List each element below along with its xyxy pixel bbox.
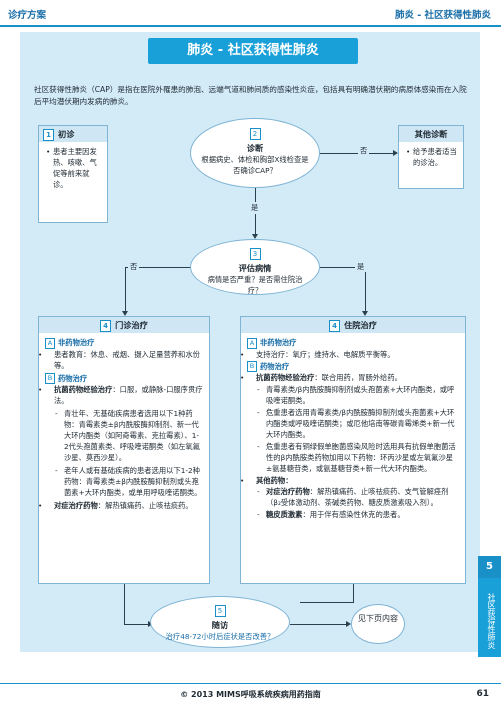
chapter-tab-text: 社区获得性肺炎 [487,593,496,649]
inpatient-sym-text: ：解热镇痛药、止咳祛痰药、支气管解痉剂（β₂受体激动剂、茶碱类药物、糖皮质激素吸… [266,487,449,507]
arrow-to-step3 [252,234,258,239]
connector-out-to-followup [124,584,125,624]
inpatient-steroid-marker: - [257,510,260,519]
connector-no1 [320,153,393,154]
step3-text: 病情是否严重？是否需住院治疗？ [207,275,303,295]
inpatient-dash3-marker: - [257,442,260,451]
inpatient-dash2: 危重患者选用青霉素类/β内酰胺酶抑制剂或头孢菌素+大环内酯类或呼吸喹诺酮类；或厄… [266,408,455,439]
arrow-to-outpatient [122,311,128,316]
footer-copyright: © 2013 MIMS呼吸系统疾病用药指南 [180,690,321,699]
other-diagnosis-text: 给予患者适当的诊治。 [413,147,457,167]
arrow-to-see-next [346,621,351,627]
intro-paragraph: 社区获得性肺炎（CAP）是指在医院外罹患的肺泡、远端气道和肺间质的感染性炎症，包… [34,85,467,106]
inpatient-steroid-text: ：用于伴有感染性休克的患者。 [302,510,405,519]
arrow-to-inpatient [362,311,368,316]
outpatient-b-title: 药物治疗 [58,373,88,383]
connector-to-see-next [290,624,346,625]
step2-title: 诊断 [246,143,264,153]
step1-header: 1 初诊 [39,126,107,142]
inpatient-a-title: 非药物治疗 [260,338,297,347]
inpatient-number: 4 [329,319,341,332]
outpatient-title: 门诊治疗 [115,320,148,330]
footer-divider [0,683,501,684]
inpatient-sym-marker: - [257,487,260,496]
inpatient-b-text: ：联合用药，胃肠外给药。 [314,373,402,382]
outpatient-b-text: ：口服，或静脉-口服序贯疗法。 [54,385,203,405]
outpatient-number: 4 [100,319,112,332]
arrow-to-other [393,150,398,156]
step1-title: 初诊 [58,129,75,139]
outpatient-sym-bold: 对症治疗药物 [54,501,98,510]
inpatient-b-bold: 抗菌药物经验治疗 [256,373,315,382]
see-next-text: 见下页内容 [358,614,398,623]
step3-number: 3 [249,247,261,260]
inpatient-a-label: A [247,337,257,349]
outpatient-sym-text: ：解热镇痛药、止咳祛痰药。 [97,501,193,510]
label-yes2: 是 [355,262,367,272]
chapter-tab [478,556,501,657]
page-number: 61 [476,689,489,699]
header-left-label: 诊疗方案 [8,10,47,21]
inpatient-dash3: 危重患者有铜绿假单胞菌感染风险时选用具有抗假单胞菌活性的β内酰胺类药物加用以下药… [266,442,456,473]
see-next-oval: 见下页内容 [351,604,405,644]
other-diagnosis-box: 其他诊断 给予患者适当的诊治。 [398,125,464,189]
connector-out-h [124,624,148,625]
outpatient-a-label: A [45,337,55,349]
step1-number: 1 [43,128,54,141]
outpatient-b-bold: 抗菌药物经验治疗 [54,385,113,394]
outpatient-dash2: 老年人或有基础疾病的患者选用以下1-2种药物：青霉素类±β内酰胺酶抑制剂或头孢菌… [64,466,202,497]
step3-oval: 3 评估病情 病情是否严重？是否需住院治疗？ [190,239,320,295]
step5-text: 治疗48-72小时后症状是否改善？ [165,632,275,641]
label-no1: 否 [358,146,370,156]
inpatient-steroid-bold: 糖皮质激素 [266,510,303,519]
page-title: 肺炎 - 社区获得性肺炎 [148,38,358,64]
step2-number: 2 [249,127,261,140]
outpatient-dash1-marker: - [55,409,58,418]
outpatient-dash2-marker: - [55,466,58,475]
label-no2: 否 [128,262,140,272]
step2-oval: 2 诊断 根据病史、体检和胸部X线检查是否确诊CAP？ [190,118,320,188]
inpatient-dash1-marker: - [257,385,260,394]
step1-text: 患者主要因发热、咳嗽、气促等前来就诊。 [53,147,97,189]
outpatient-a-title: 非药物治疗 [58,338,95,347]
other-diagnosis-header: 其他诊断 [399,126,463,142]
chapter-tab-number: 5 [478,556,501,578]
inpatient-title: 住院治疗 [344,320,377,330]
connector-no2-h [125,267,190,268]
page-header [0,0,501,28]
outpatient-a-text: 患者教育：休息、戒烟、摄入足量营养和水份等。 [54,349,200,370]
step5-title: 随访 [211,620,229,630]
inpatient-b-label: B [247,361,257,372]
inpatient-other-title: 其他药物 [256,476,286,485]
step3-title: 评估病情 [238,263,272,273]
connector-in-h [300,602,354,603]
step5-oval: 5 随访 治疗48-72小时后症状是否改善？ [150,596,290,648]
connector-in-to-followup [353,584,354,602]
label-yes1: 是 [250,202,260,214]
connector-yes2-h [320,267,366,268]
inpatient-b-title: 药物治疗 [260,361,290,371]
step1-box: 1 初诊 患者主要因发热、咳嗽、气促等前来就诊。 [38,125,108,223]
outpatient-dash1: 青壮年、无基础疾病患者选用以下1种药物：青霉素类±β内酰胺酶抑制剂、新一代大环内… [64,409,200,462]
inpatient-a-text: 支持治疗：氧疗；维持水、电解质平衡等。 [256,349,395,359]
connector-yes2-v [365,267,366,311]
inpatient-dash2-marker: - [257,408,260,417]
step2-text: 根据病史、体检和胸部X线检查是否确诊CAP？ [201,155,309,175]
inpatient-sym-bold: 对症治疗药物 [266,487,310,496]
inpatient-dash1: 青霉素类/β内酰胺酶抑制剂或头孢菌素+大环内酯类，或呼吸喹诺酮类。 [266,385,455,405]
header-divider [0,25,501,27]
header-right-label: 肺炎 - 社区获得性肺炎 [394,10,491,21]
connector-no2-v [125,267,126,311]
outpatient-b-label: B [45,373,55,384]
step5-number: 5 [214,604,226,617]
